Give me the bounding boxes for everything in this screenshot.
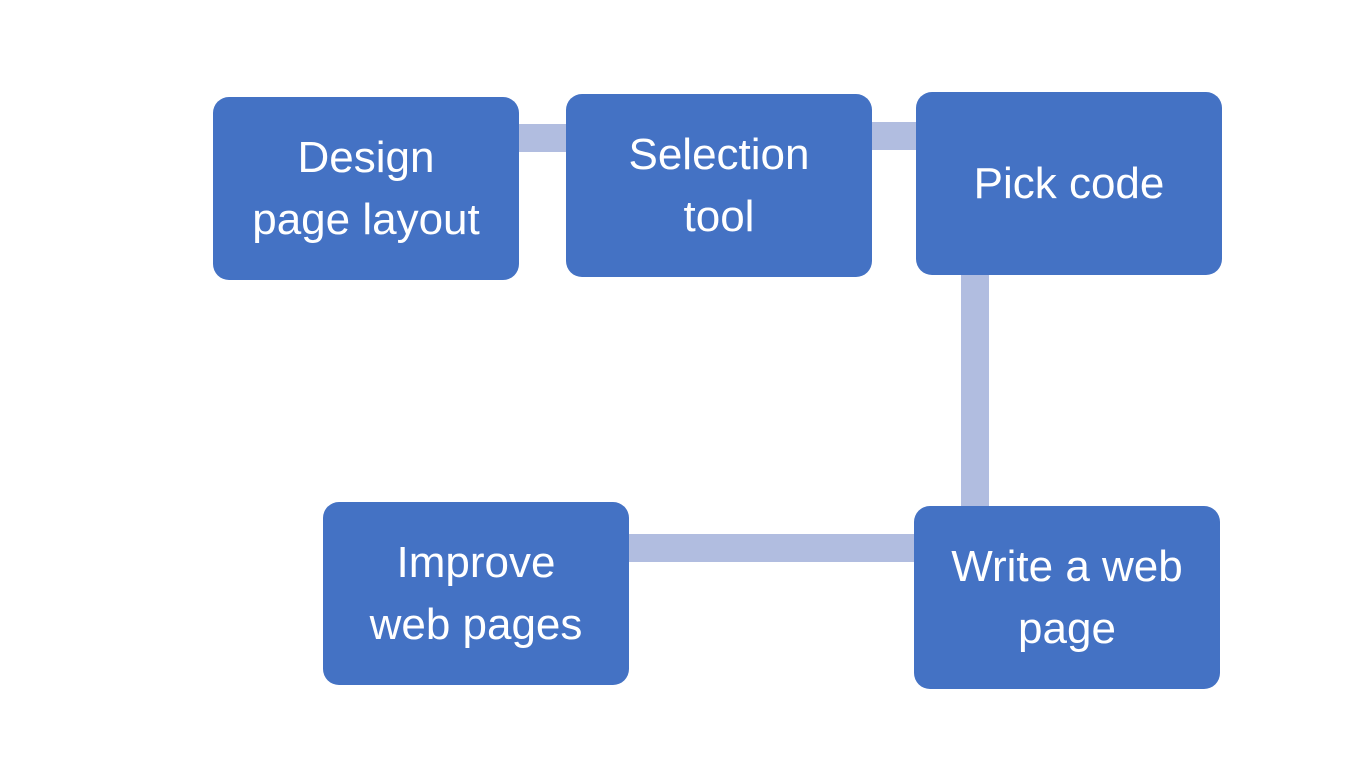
connector-write-to-improve	[628, 534, 915, 562]
connector-selection-to-pick	[871, 122, 917, 150]
node-label: Design page layout	[252, 132, 480, 244]
node-design-page-layout: Design page layout	[213, 97, 519, 280]
node-improve-web-pages: Improve web pages	[323, 502, 629, 685]
connector-design-to-selection	[518, 124, 568, 152]
node-pick-code: Pick code	[916, 92, 1222, 275]
node-label: Write a web page	[951, 541, 1183, 653]
node-label: Pick code	[973, 158, 1165, 208]
node-write-a-web-page: Write a web page	[914, 506, 1220, 689]
node-selection-tool: Selection tool	[566, 94, 872, 277]
node-label: Improve web pages	[369, 537, 583, 649]
node-label: Selection tool	[628, 129, 810, 241]
connector-pick-to-write	[961, 274, 989, 507]
